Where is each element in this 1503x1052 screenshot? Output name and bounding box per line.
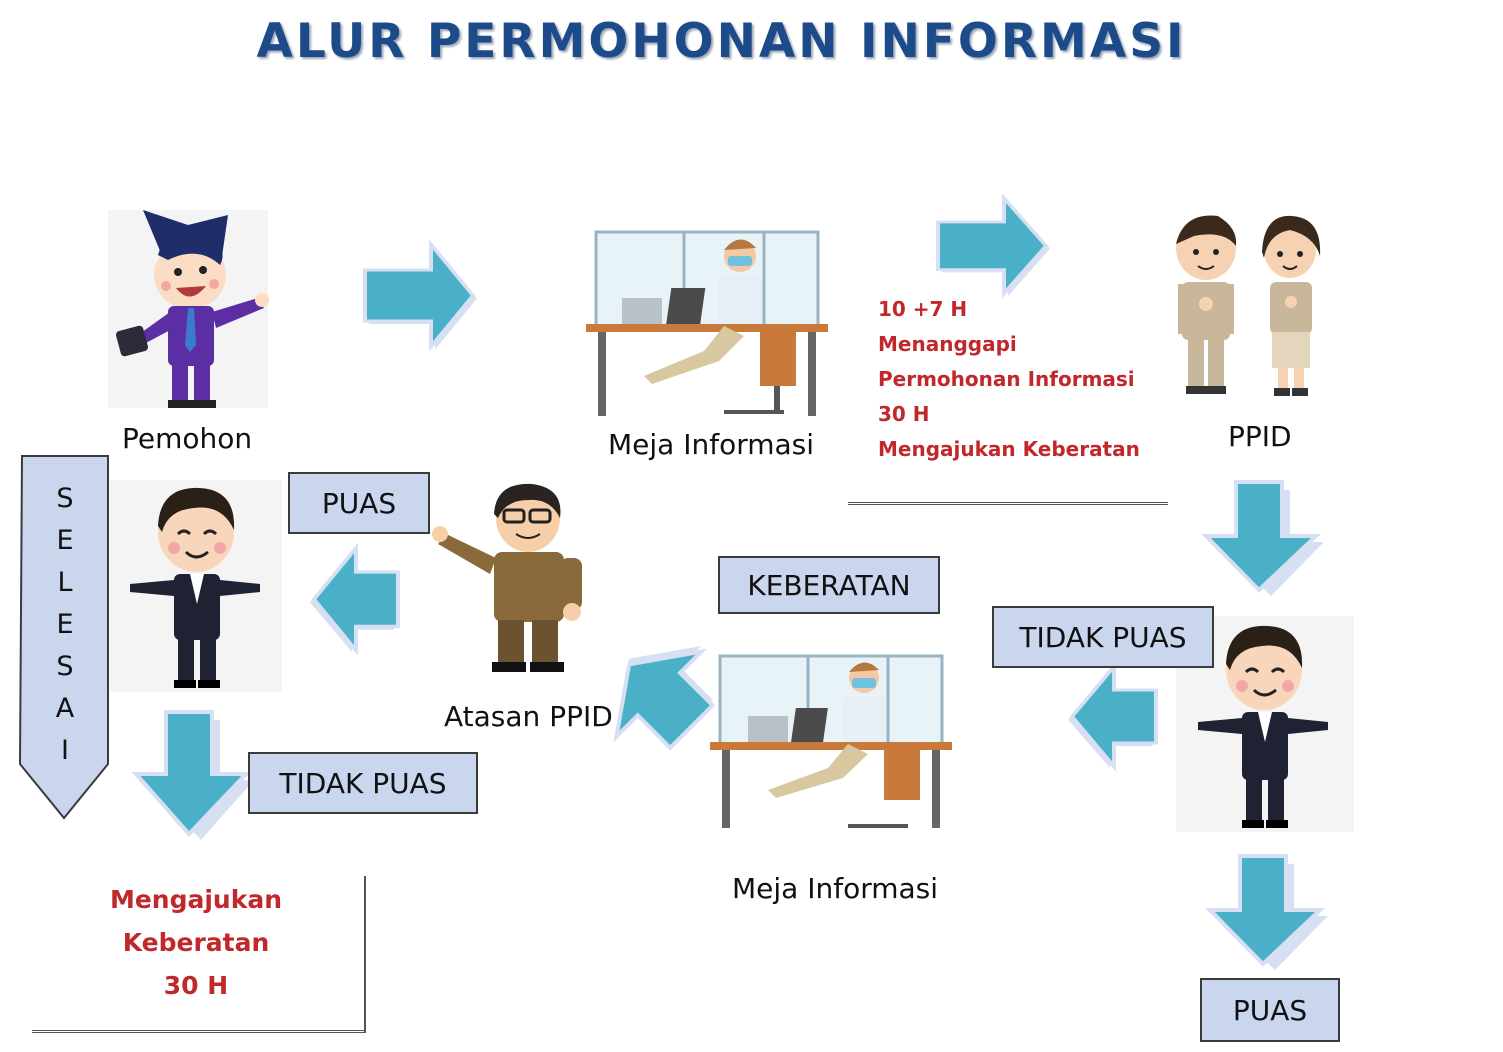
bottom-note-divider: [32, 1030, 366, 1033]
bottom-note-line: Mengajukan: [109, 885, 283, 914]
bottom-note: Mengajukan Keberatan 30 H: [100, 878, 292, 1007]
arrow-diagonal-keberatan: [613, 645, 716, 751]
selesai-letter: A: [55, 693, 75, 724]
tidak-puas-box-right: TIDAK PUAS: [992, 606, 1214, 668]
timeline-note: 10 +7 H Menanggapi Permohonan Informasi …: [878, 292, 1140, 467]
atasan-ppid-illustration: [432, 483, 582, 672]
puas-box-bottom: PUAS: [1200, 978, 1340, 1042]
bottom-note-line: Keberatan: [122, 928, 270, 957]
tidak-puas-box-left: TIDAK PUAS: [248, 752, 478, 814]
arrow-down-puas: [1205, 854, 1328, 970]
ppid-label: PPID: [1228, 420, 1292, 453]
timeline-divider: [848, 502, 1168, 505]
keberatan-box: KEBERATAN: [718, 556, 940, 614]
atasan-ppid-label: Atasan PPID: [444, 700, 613, 733]
ppid-illustration: [1176, 215, 1321, 396]
selesai-letter: L: [57, 567, 73, 598]
selesai-letter: S: [56, 483, 74, 514]
bottom-note-line: 30 H: [163, 971, 229, 1000]
pemohon-puas-illustration: [110, 480, 282, 692]
arrow-left-tidak-puas: [1068, 661, 1158, 772]
meja-informasi-illustration-top: [586, 230, 828, 416]
selesai-letter: E: [56, 609, 74, 640]
bottom-note-vertical-line: [364, 876, 366, 1032]
page-title: ALUR PERMOHONAN INFORMASI: [256, 14, 1187, 69]
selesai-letter: I: [61, 735, 69, 766]
selesai-letter: E: [56, 525, 74, 556]
timeline-note-line: Menanggapi: [878, 332, 1017, 356]
timeline-note-line: 10 +7 H: [878, 297, 968, 321]
arrow-right-2: [936, 193, 1050, 299]
meja-informasi-top-label: Meja Informasi: [608, 428, 815, 461]
pemohon-illustration: [108, 210, 269, 408]
meja-informasi-illustration-bottom: [710, 654, 952, 828]
selesai-letter: S: [56, 651, 74, 682]
arrow-right-1: [363, 239, 477, 352]
timeline-note-line: 30 H: [878, 402, 930, 426]
timeline-note-line: Mengajukan Keberatan: [878, 437, 1140, 461]
puas-box-left: PUAS: [288, 472, 430, 534]
arrow-left-puas: [310, 542, 400, 656]
selesai-chevron: [18, 455, 109, 820]
selesai-label: S E L E S A I: [38, 478, 92, 772]
arrow-down-left: [131, 710, 254, 840]
timeline-note-line: Permohonan Informasi: [878, 367, 1135, 391]
arrow-down-ppid: [1201, 480, 1324, 596]
pemohon-label: Pemohon: [122, 422, 253, 455]
meja-informasi-bottom-label: Meja Informasi: [732, 872, 939, 905]
